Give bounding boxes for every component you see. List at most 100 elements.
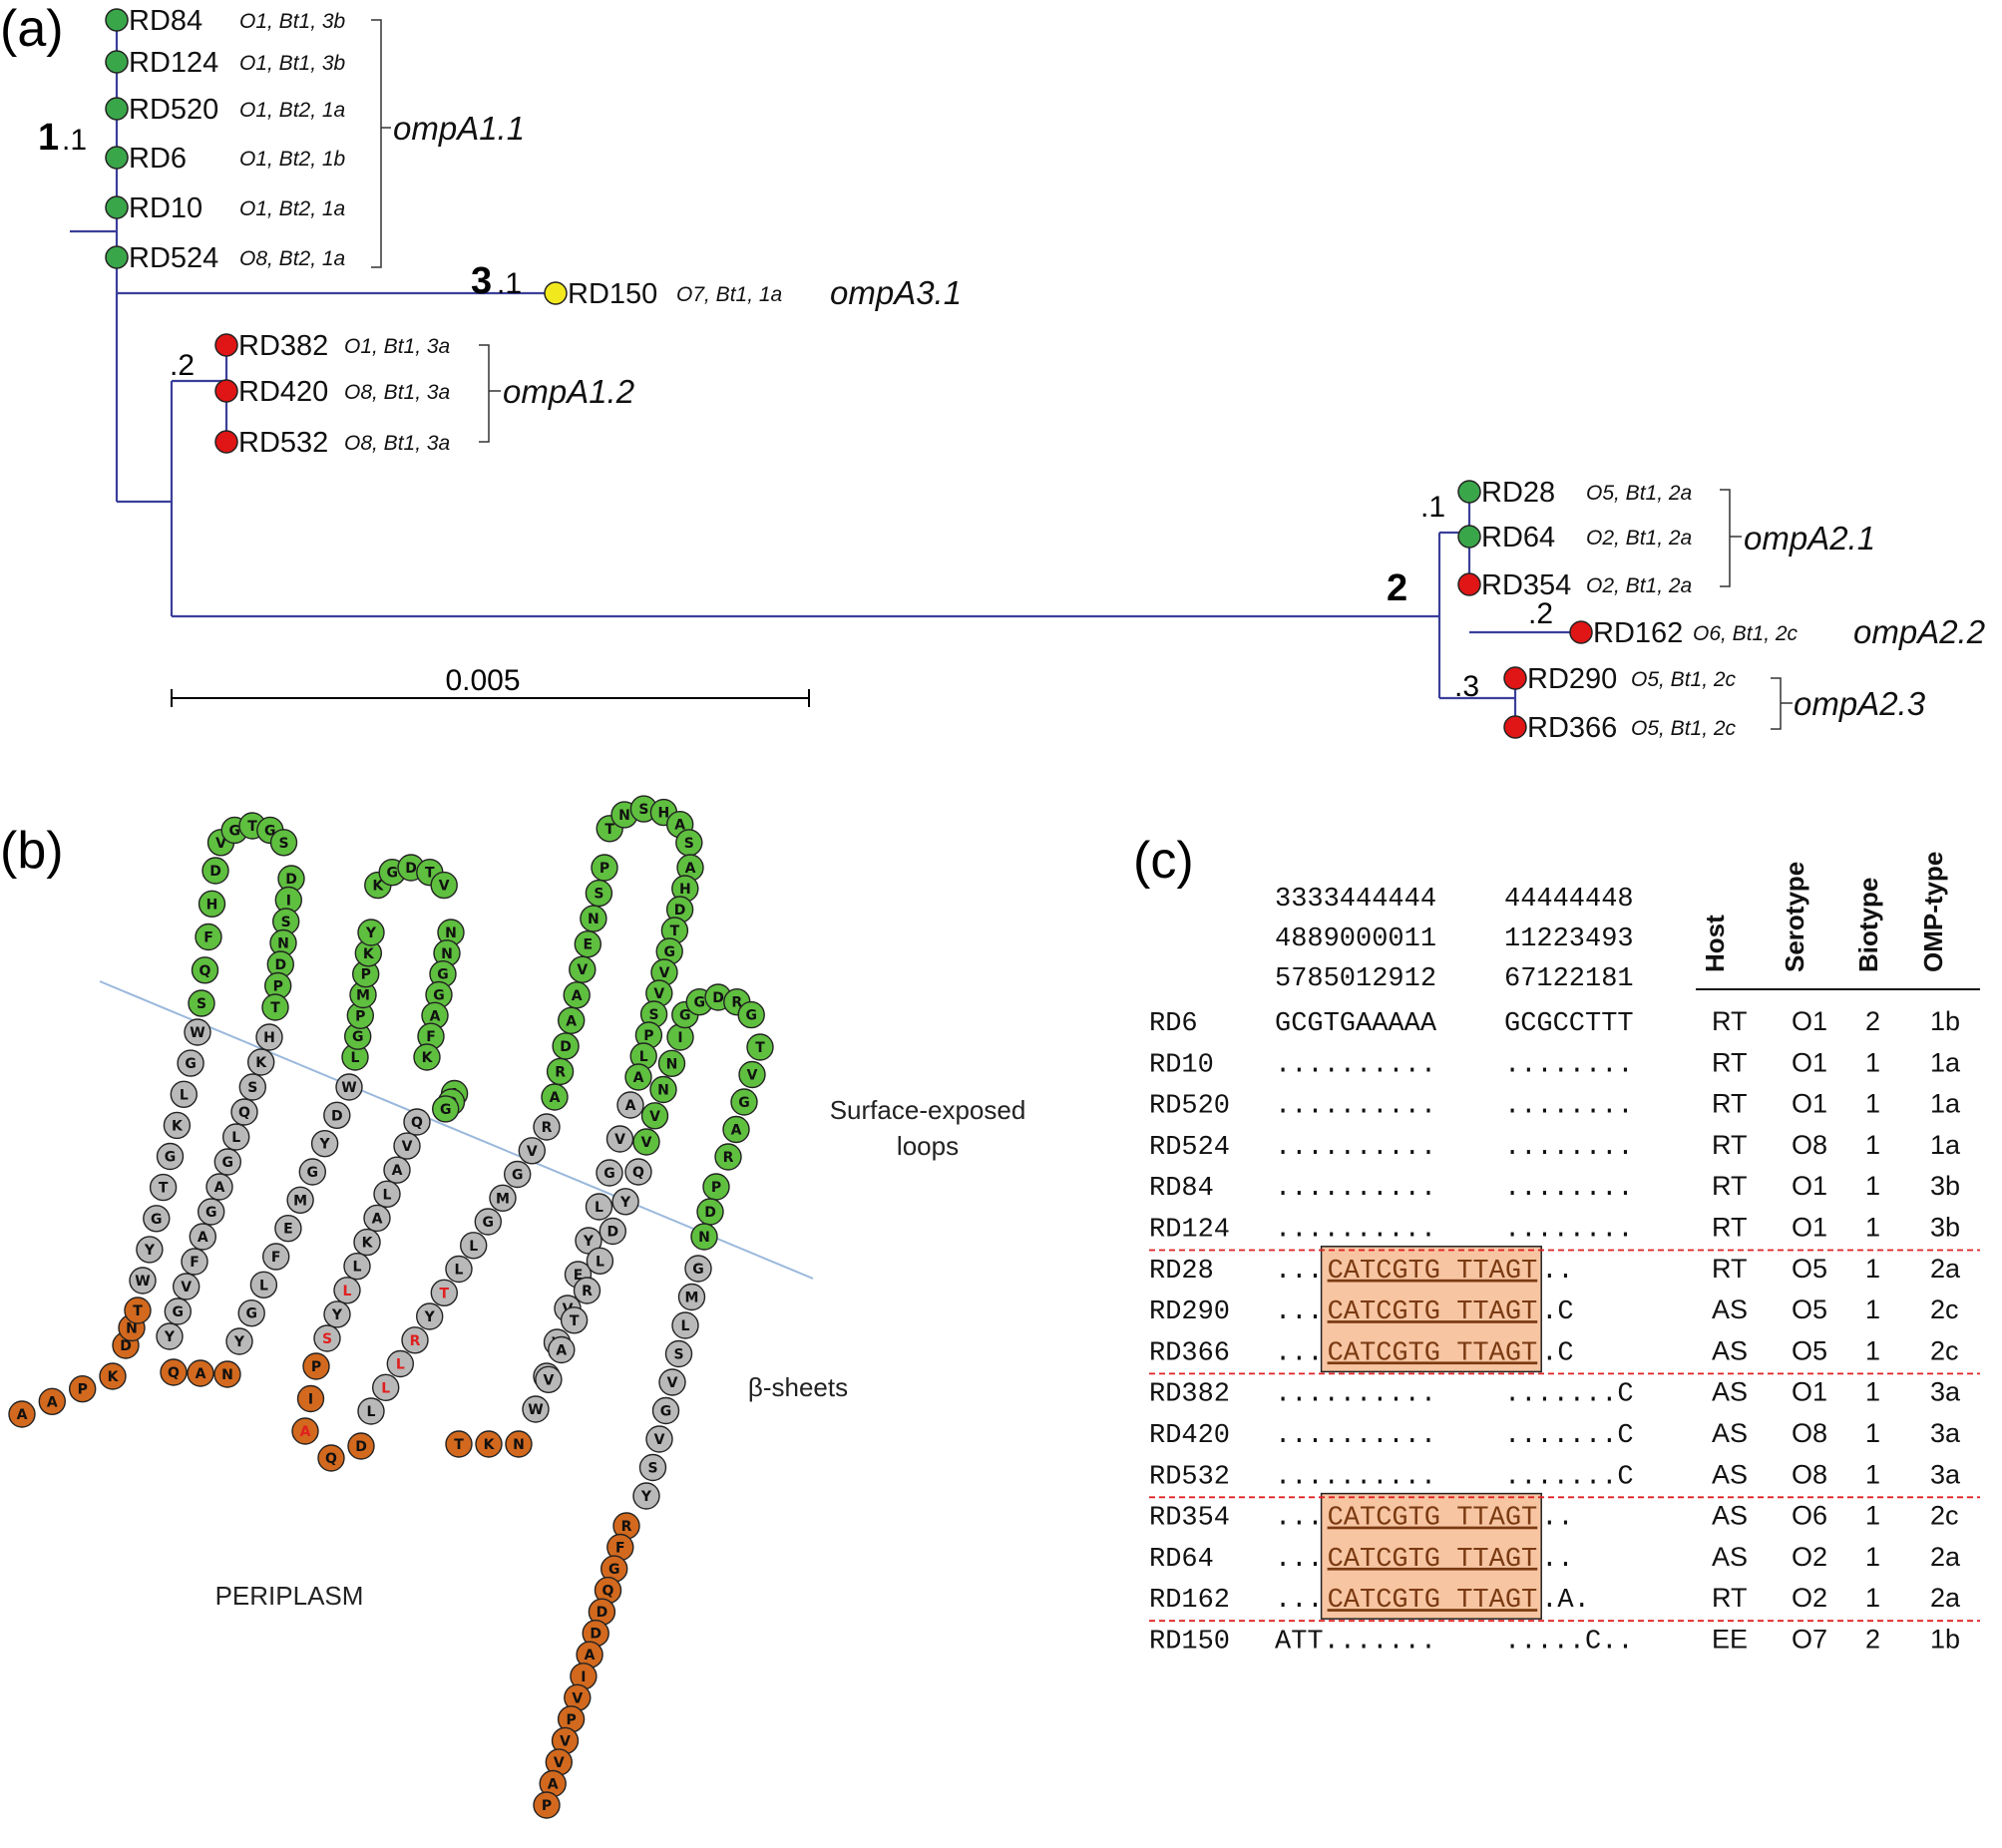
residue-letter: Y [365, 925, 377, 941]
cell-sero: O6 [1792, 1501, 1827, 1531]
cell-bio: 1 [1865, 1335, 1880, 1365]
residue: A [187, 1359, 214, 1387]
residue-bead [184, 1018, 211, 1046]
residue-bead [238, 1073, 267, 1101]
residue-letter: Q [411, 1115, 423, 1131]
leaf-strain-label: RD366 [1527, 712, 1617, 744]
residue-letter: V [181, 1280, 192, 1295]
cell-strain: RD366 [1149, 1338, 1230, 1368]
residue-letter: T [425, 866, 435, 882]
cell-omp: 1b [1930, 1625, 1960, 1655]
cell-strain: RD524 [1149, 1133, 1230, 1163]
residue: D [347, 1432, 375, 1460]
residue: H [255, 1023, 283, 1051]
residue-letter: Y [164, 1329, 176, 1345]
residue-letter: G [386, 866, 398, 882]
residue-bead [313, 1324, 341, 1352]
residue-letter: S [638, 802, 648, 818]
residue-letter: P [542, 1798, 552, 1814]
residue-letter: D [120, 1338, 132, 1354]
residue-bead [149, 1173, 178, 1202]
residue: Q [624, 1158, 652, 1186]
cell-bio: 1 [1865, 1171, 1880, 1201]
cell-omp: 2c [1930, 1335, 1959, 1365]
leaf-meta-label: O1, Bt1, 3b [239, 52, 346, 75]
scale-label: 0.005 [445, 664, 520, 697]
residue-letter: K [484, 1437, 496, 1453]
residue: S [269, 829, 298, 857]
cell-seq2: ........ [1504, 1216, 1634, 1246]
cell-strain: RD150 [1149, 1628, 1230, 1658]
residue-letter: A [685, 861, 696, 877]
residue-bead [737, 1000, 765, 1029]
residue-letter: L [639, 1049, 648, 1065]
residue-bead [684, 1255, 712, 1283]
leaf-meta-label: O1, Bt2, 1b [239, 148, 346, 171]
residue-bead [247, 1048, 275, 1076]
residue-bead [563, 981, 591, 1009]
cell-strain: RD64 [1149, 1545, 1214, 1575]
residue-bead [221, 1123, 250, 1151]
residue-letter: P [711, 1180, 721, 1196]
residue: T [124, 1296, 152, 1324]
residue-letter: N [513, 1437, 525, 1453]
residue: A [722, 1115, 750, 1144]
residue-bead [574, 930, 601, 958]
residue-bead [651, 1396, 680, 1425]
residue-letter: Q [238, 1105, 250, 1121]
residue: D [201, 857, 229, 885]
panel-c-label: (c) [1133, 832, 1194, 890]
leaf-meta-label: O5, Bt1, 2c [1631, 668, 1737, 691]
residue-letter: Y [319, 1137, 331, 1153]
residue-letter: F [426, 1029, 436, 1045]
residue: Y [225, 1327, 253, 1355]
residue-letter: N [126, 1321, 138, 1337]
residue-bead [738, 1060, 766, 1089]
residue: V [605, 1125, 634, 1153]
residue-letter: T [440, 1286, 450, 1301]
residue: W [522, 1395, 550, 1423]
panel-a: (a) 0.005 1 .1 [0, 0, 1985, 744]
leaf-meta-label: O1, Bt1, 3b [239, 10, 346, 33]
leaf-node-marker [105, 195, 129, 219]
residue: L [357, 1397, 385, 1425]
cell-hl: CATCGTG TTAGT [1328, 1338, 1538, 1368]
residue-bead [596, 1159, 623, 1187]
node-21-label: .1 [1420, 491, 1445, 524]
residue-bead [143, 1205, 171, 1233]
residue-letter: L [259, 1278, 268, 1294]
residue: A [563, 981, 591, 1009]
residue-letter: S [322, 1331, 332, 1347]
residue-bead [416, 1302, 444, 1330]
residue: V [645, 1425, 673, 1453]
residue: L [372, 1373, 400, 1402]
residue-letter: A [392, 1163, 403, 1179]
leaf-node-marker [1503, 715, 1527, 739]
residue: G [601, 1555, 628, 1583]
cell-host: RT [1712, 1254, 1748, 1284]
leaf-node-marker [1457, 572, 1481, 596]
residue: S [238, 1073, 267, 1101]
residue-letter: R [723, 1150, 734, 1166]
residue-letter: D [606, 1225, 618, 1241]
residue-letter: G [608, 1562, 620, 1578]
residue: S [188, 989, 215, 1017]
column-header: Host [1700, 915, 1730, 972]
cell-sero: O7 [1792, 1625, 1827, 1655]
residue-letter: D [274, 957, 286, 973]
residue: Y [416, 1302, 444, 1330]
node-12-label: .2 [170, 349, 195, 382]
cell-seq2: .. [1541, 1504, 1573, 1534]
cell-host: AS [1712, 1377, 1748, 1407]
residue-letter: G [205, 1205, 217, 1221]
cell-omp: 1a [1930, 1047, 1961, 1077]
residue-bead [432, 1095, 460, 1123]
residue-letter: Y [619, 1195, 631, 1211]
residue-letter: L [381, 1380, 390, 1396]
position-header: 4889000011 [1275, 924, 1436, 954]
position-header: 11223493 [1504, 924, 1634, 954]
residue: T [149, 1173, 178, 1202]
cell-bio: 2 [1865, 1006, 1880, 1036]
